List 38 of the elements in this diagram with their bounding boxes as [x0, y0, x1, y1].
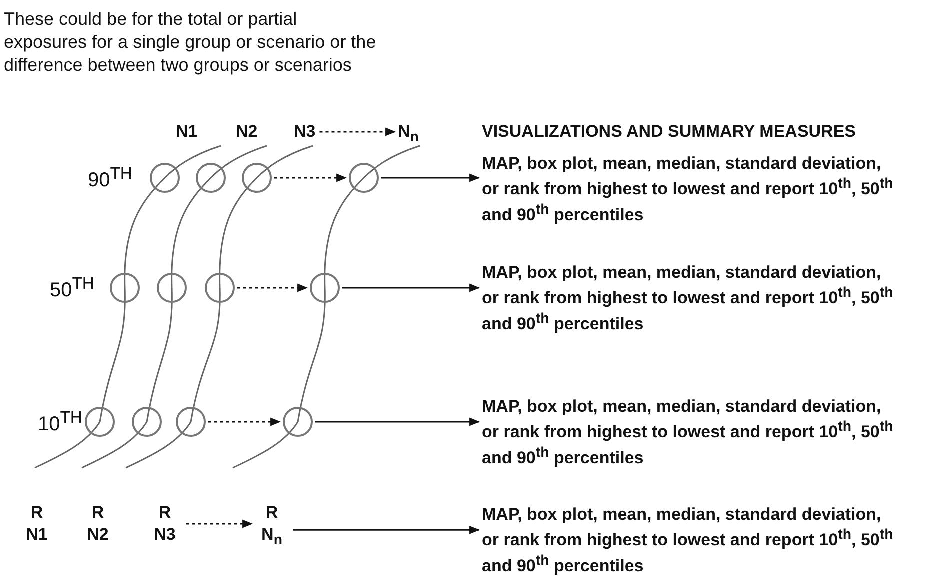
percentile-circle	[85, 407, 115, 437]
column-heading: N$_{n}$	[398, 122, 419, 146]
rank-label: R N1	[20, 502, 54, 546]
arrow	[315, 418, 480, 426]
percentile-circle	[176, 407, 206, 437]
dotted-arrow	[237, 284, 308, 292]
intro-note: These could be for the total or partial exposures for a single group or scenario or the difference between two groups or scenarios	[4, 8, 378, 77]
summary-text: MAP, box plot, mean, median, standard deviation, or rank from highest to lowest and report 10$^{th}$, 50$^{th}$ and 90$^{th}$ percentiles	[482, 504, 902, 576]
arrow	[293, 526, 480, 534]
percentile-circle	[205, 273, 235, 303]
rank-label: R N$_{n}$	[255, 502, 289, 552]
percentile-circle	[132, 407, 162, 437]
percentile-label: 10$^{TH}$	[38, 408, 82, 437]
percentile-label: 50$^{TH}$	[50, 274, 94, 303]
percentile-circle	[110, 273, 140, 303]
percentile-circle	[242, 163, 272, 193]
summary-text: MAP, box plot, mean, median, standard deviation, or rank from highest to lowest and report 10$^{th}$, 50$^{th}$ and 90$^{th}$ percentiles	[482, 262, 902, 334]
percentile-circle	[349, 163, 379, 193]
column-heading: N2	[236, 122, 258, 142]
dotted-arrow	[186, 520, 254, 528]
percentile-circle	[150, 163, 180, 193]
rank-label: R N3	[148, 502, 182, 546]
arrow	[342, 284, 480, 292]
column-heading: N3	[294, 122, 316, 142]
percentile-label: 90$^{TH}$	[88, 164, 132, 193]
summary-text: MAP, box plot, mean, median, standard deviation, or rank from highest to lowest and report 10$^{th}$, 50$^{th}$ and 90$^{th}$ percentiles	[482, 153, 902, 226]
column-heading: N1	[176, 122, 198, 142]
arrow	[381, 174, 480, 182]
dotted-arrow	[320, 128, 396, 136]
percentile-circle	[310, 273, 340, 303]
percentile-circle	[157, 273, 187, 303]
rank-label: R N2	[81, 502, 115, 546]
dotted-arrow	[208, 418, 282, 426]
summary-text: MAP, box plot, mean, median, standard deviation, or rank from highest to lowest and report 10$^{th}$, 50$^{th}$ and 90$^{th}$ percentiles	[482, 396, 902, 468]
section-heading: VISUALIZATIONS AND SUMMARY MEASURES	[482, 122, 856, 142]
percentile-circle	[283, 407, 313, 437]
dotted-arrow	[274, 174, 348, 182]
percentile-circle	[196, 163, 226, 193]
